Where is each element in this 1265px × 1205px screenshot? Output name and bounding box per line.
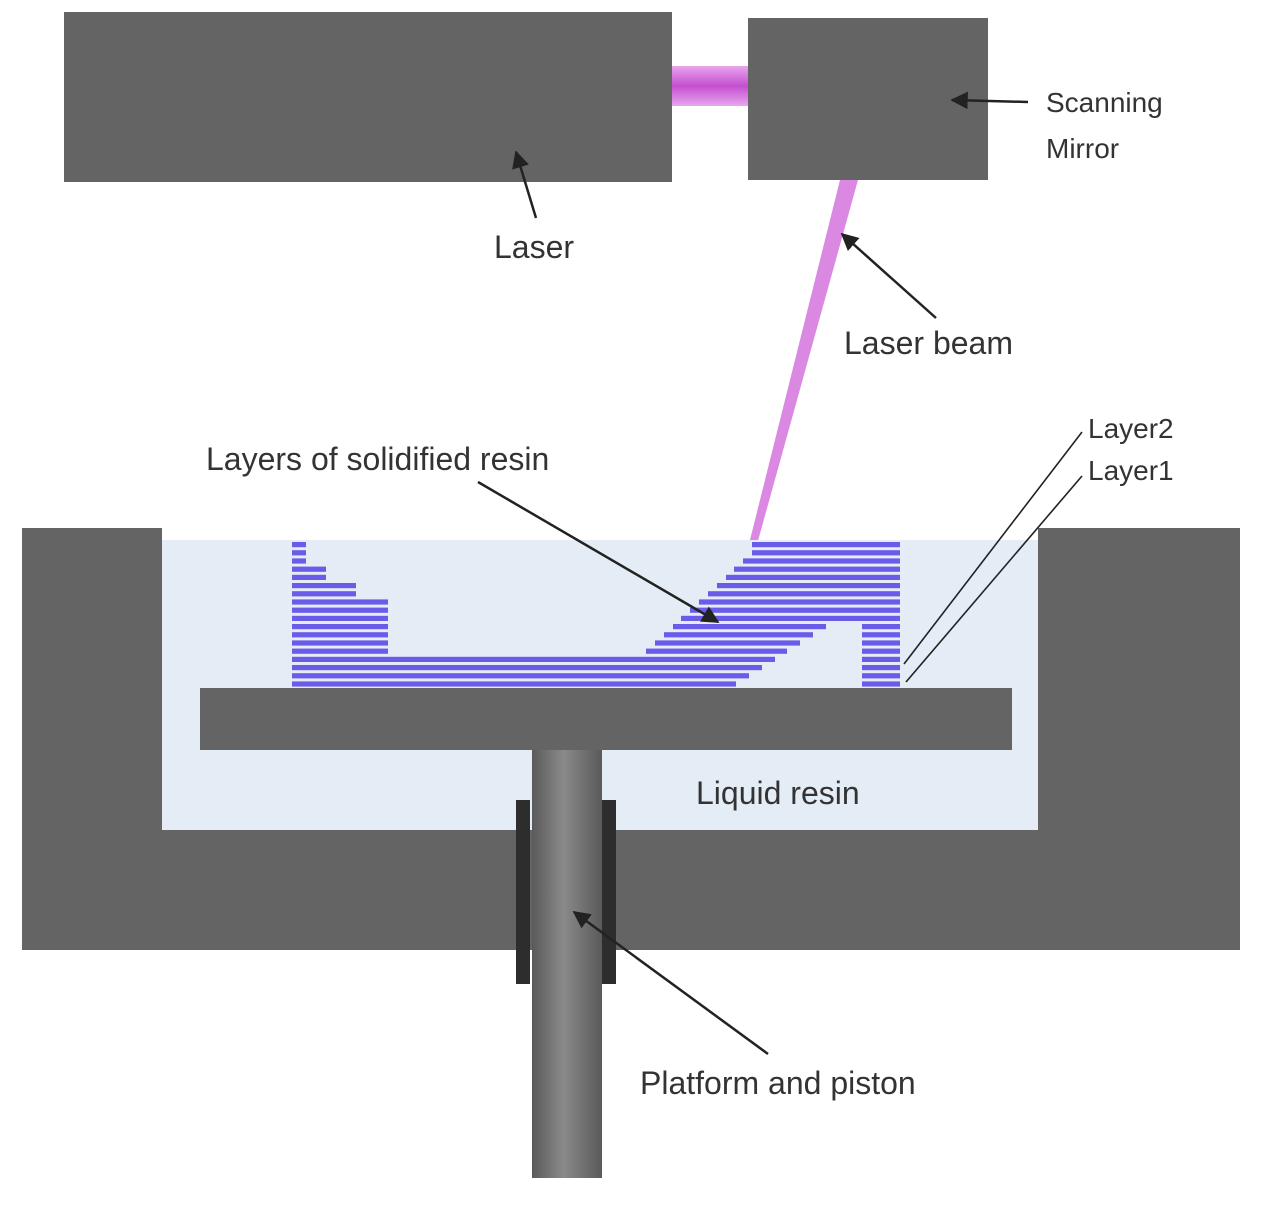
layers-pointer-arrow [477,480,720,624]
piston-rod [532,750,602,1178]
platform-piston-label: Platform and piston [640,1065,916,1101]
resin-layer [292,607,388,613]
resin-layer [862,640,900,646]
resin-layer [862,648,900,654]
resin-layer [734,566,900,572]
resin-layer [476,656,775,662]
resin-layer [752,542,900,548]
resin-layer [664,632,813,638]
resin-vat [22,528,1240,950]
resin-layer [292,640,388,646]
resin-layer [292,542,306,548]
scanning-mirror-label-line1: Scanning [1046,87,1163,118]
laser-beam-pointer-arrow [840,232,937,319]
resin-layer [752,550,900,556]
resin-layer [292,574,326,580]
resin-layer [862,656,900,662]
resin-layer [292,583,356,589]
resin-layer [681,615,900,621]
resin-layer [862,665,900,671]
resin-layer [743,558,900,564]
resin-layer [292,566,326,572]
resin-layer [655,640,800,646]
resin-layer [726,574,900,580]
layer1-label: Layer1 [1088,455,1174,486]
liquid-resin-label: Liquid resin [696,775,860,811]
laser-beam [748,180,858,548]
resin-layer [292,673,749,679]
resin-layer [862,681,900,687]
resin-layer [292,558,306,564]
laser-beam-label: Laser beam [844,325,1013,361]
resin-layer [292,615,388,621]
laser-pointer-arrow [512,150,538,219]
resin-layer [292,681,736,687]
resin-layer [717,583,900,589]
resin-layer [862,624,900,630]
scanning-mirror-box [748,18,988,180]
laser-label: Laser [494,229,574,265]
piston-seal-left [516,800,530,984]
layer1-pointer-line [905,475,1083,683]
resin-layer [292,624,388,630]
resin-layer [646,648,787,654]
platform-pointer-arrow [572,910,769,1056]
laser-box [64,12,672,182]
laser-coupling-beam [672,66,750,106]
mirror-pointer-arrow [950,91,1029,110]
resin-layer [292,665,476,671]
resin-layer [292,632,388,638]
build-platform [200,688,1012,750]
resin-layer [292,591,356,597]
resin-layer [699,599,900,605]
resin-layer [708,591,900,597]
solidified-resin-layers [292,542,900,687]
resin-layer [690,607,900,613]
resin-layer [292,656,476,662]
piston-seal-right [602,800,616,984]
scanning-mirror-label-line2: Mirror [1046,133,1119,164]
resin-layer [292,648,388,654]
layer2-label: Layer2 [1088,413,1174,444]
layers-solidified-label: Layers of solidified resin [206,441,549,477]
resin-layer [476,665,762,671]
resin-layer [292,550,306,556]
resin-layer [673,624,826,630]
layer2-pointer-line [903,431,1083,665]
resin-layer [292,599,388,605]
resin-layer [862,632,900,638]
resin-layer [862,673,900,679]
